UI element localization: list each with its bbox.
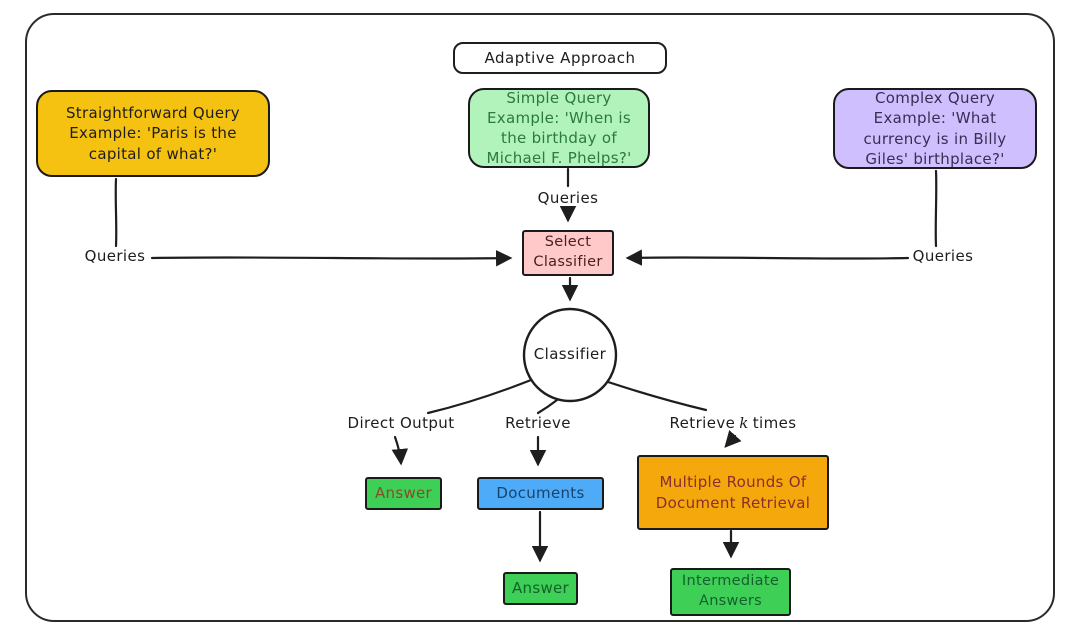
retrieve-label: Retrieve [505, 414, 571, 432]
queries-label-right: Queries [912, 247, 974, 265]
connector-straightforward-down [114, 177, 118, 248]
multi-round-retrieval-box: Multiple Rounds Of Document Retrieval [637, 455, 829, 530]
intermediate-answers-text: Intermediate Answers [681, 573, 780, 609]
straightforward-query-box: Straightforward Query Example: 'Paris is… [36, 90, 270, 177]
documents-text: Documents [496, 484, 585, 503]
select-classifier-box: Select Classifier [522, 230, 614, 276]
simple-query-box: Simple Query Example: 'When is the birth… [468, 88, 650, 168]
direct-output-label: Direct Output [347, 414, 455, 432]
diagram-frame [25, 13, 1055, 622]
complex-query-text: Complex Query Example: 'What currency is… [863, 89, 1007, 168]
connector-branch-retrieve [536, 398, 559, 415]
connector-complex-down [934, 169, 938, 248]
documents-box: Documents [477, 477, 604, 510]
retrieve-k-var: k [739, 414, 749, 432]
complex-query-box: Complex Query Example: 'What currency is… [833, 88, 1037, 169]
classifier-node-label: Classifier [533, 345, 607, 363]
connectors [114, 167, 938, 563]
answer-retrieve-box: Answer [503, 572, 578, 605]
connector-retrievek-to-multiround [724, 430, 742, 448]
simple-query-text: Simple Query Example: 'When is the birth… [486, 88, 632, 168]
classifier-circle [522, 307, 618, 403]
title-text: Adaptive Approach [484, 48, 636, 67]
connector-queries-left-arrow [150, 250, 513, 267]
answer-direct-text: Answer [374, 484, 433, 503]
intermediate-answers-box: Intermediate Answers [670, 568, 791, 616]
answer-direct-box: Answer [365, 477, 442, 510]
straightforward-query-text: Straightforward Query Example: 'Paris is… [65, 104, 240, 163]
connector-queries-right-arrow [625, 249, 910, 266]
answer-retrieve-text: Answer [511, 579, 570, 598]
connector-direct-to-answer [391, 435, 409, 466]
retrieve-k-pre: Retrieve [669, 414, 736, 432]
multi-round-retrieval-text: Multiple Rounds Of Document Retrieval [655, 473, 811, 512]
retrieve-k-post: times [752, 414, 797, 432]
queries-label-center: Queries [537, 189, 599, 207]
select-classifier-text: Select Classifier [533, 234, 603, 270]
connector-branch-direct [426, 378, 533, 415]
queries-label-left: Queries [84, 247, 146, 265]
connector-branch-retrieve-k [606, 380, 708, 412]
title-box: Adaptive Approach [453, 42, 667, 74]
